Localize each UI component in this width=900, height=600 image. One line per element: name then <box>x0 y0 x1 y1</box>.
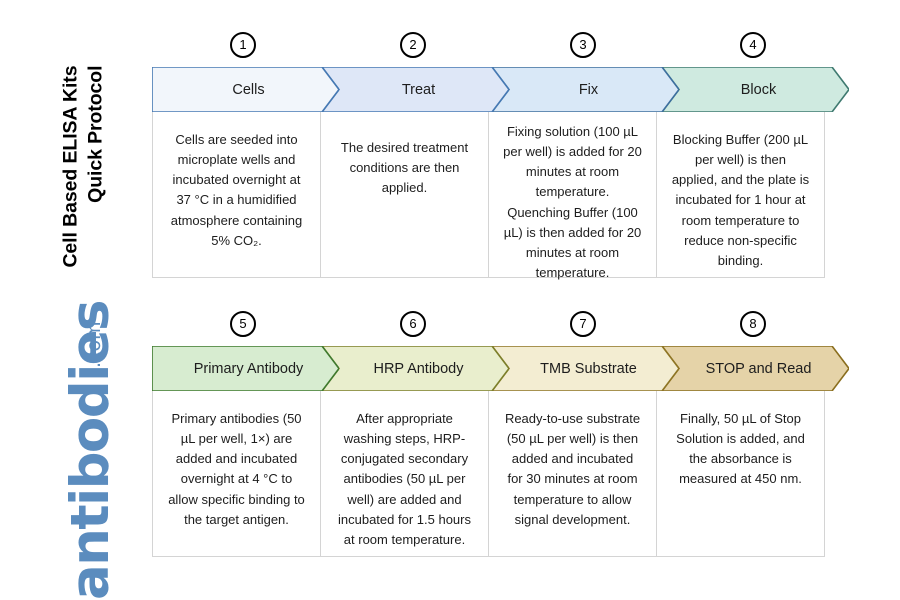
step-body-1: Cells are seeded into microplate wells a… <box>153 112 321 277</box>
step-chevron-4[interactable]: Block <box>662 67 849 112</box>
step-chevron-5[interactable]: Primary Antibody <box>152 346 339 391</box>
step-body-4: Blocking Buffer (200 µL per well) is the… <box>671 132 810 268</box>
step-label-5: Primary Antibody <box>193 360 304 377</box>
step-chevron-1[interactable]: Cells <box>152 67 339 112</box>
chevron-shape <box>152 67 339 112</box>
step-badges-row-2: 5 6 7 8 <box>152 311 842 341</box>
step-chevron-2[interactable]: Treat <box>322 67 509 112</box>
page-title: Cell Based ELISA Kits Quick Protocol <box>59 65 106 268</box>
step-chevron-3[interactable]: Fix <box>492 67 679 112</box>
step-badges-row-1: 1 2 3 4 <box>152 32 842 62</box>
step-body-5: Primary antibodies (50 µL per well, 1×) … <box>153 391 321 556</box>
chevron-shape <box>322 346 509 391</box>
step-badge-1: 1 <box>230 32 256 58</box>
step-label-7: TMB Substrate <box>540 360 637 377</box>
chevron-shape <box>492 67 679 112</box>
flow-row-1: 1 2 3 4 Cells Treat Fix Block Cells are seeded… <box>152 32 852 280</box>
step-label-1: Cells <box>232 81 265 98</box>
step-badge-4: 4 <box>740 32 766 58</box>
step-bodies-row-1: Cells are seeded into microplate wells a… <box>152 112 825 280</box>
flow-row-2: 5 6 7 8 Primary Antibody HRP Antibody TMB Sub… <box>152 311 852 557</box>
step-badge-7: 7 <box>570 311 596 337</box>
step-body-2: The desired treatment conditions are the… <box>321 112 489 277</box>
step-chevron-7[interactable]: TMB Substrate <box>492 346 679 391</box>
step-label-8: STOP and Read <box>705 360 812 377</box>
chevron-shape <box>322 67 509 112</box>
step-badge-2: 2 <box>400 32 426 58</box>
step-body-3: Fixing solution (100 µL per well) is add… <box>489 112 657 280</box>
step-body-6: After appropriate washing steps, HRP-con… <box>321 391 489 556</box>
step-badge-3: 3 <box>570 32 596 58</box>
step-badge-5: 5 <box>230 311 256 337</box>
chevron-shape <box>152 346 339 391</box>
step-bodies-row-2: Primary antibodies (50 µL per well, 1×) … <box>152 391 825 557</box>
step-badge-6: 6 <box>400 311 426 337</box>
brand-tld: .com <box>83 321 105 368</box>
step-label-2: Treat <box>401 81 436 98</box>
step-label-4: Block <box>740 81 777 98</box>
step-badge-8: 8 <box>740 311 766 337</box>
brand-logo: antibodies .com <box>58 301 128 600</box>
step-label-6: HRP Antibody <box>373 360 464 377</box>
step-chevron-8[interactable]: STOP and Read <box>662 346 849 391</box>
chevron-shape <box>662 346 849 391</box>
step-body-8: Finally, 50 µL of Stop Solution is added… <box>676 411 805 487</box>
step-label-3: Fix <box>578 81 599 98</box>
step-chevrons-row-2: Primary Antibody HRP Antibody TMB Substrat… <box>152 346 849 391</box>
left-rail: Cell Based ELISA Kits Quick Protocol ant… <box>0 0 152 600</box>
step-body-7: Ready-to-use substrate (50 µL per well) … <box>489 391 657 556</box>
chevron-shape <box>492 346 679 391</box>
chevron-shape <box>662 67 849 112</box>
step-chevron-6[interactable]: HRP Antibody <box>322 346 509 391</box>
step-chevrons-row-1: Cells Treat Fix Block <box>152 67 849 112</box>
